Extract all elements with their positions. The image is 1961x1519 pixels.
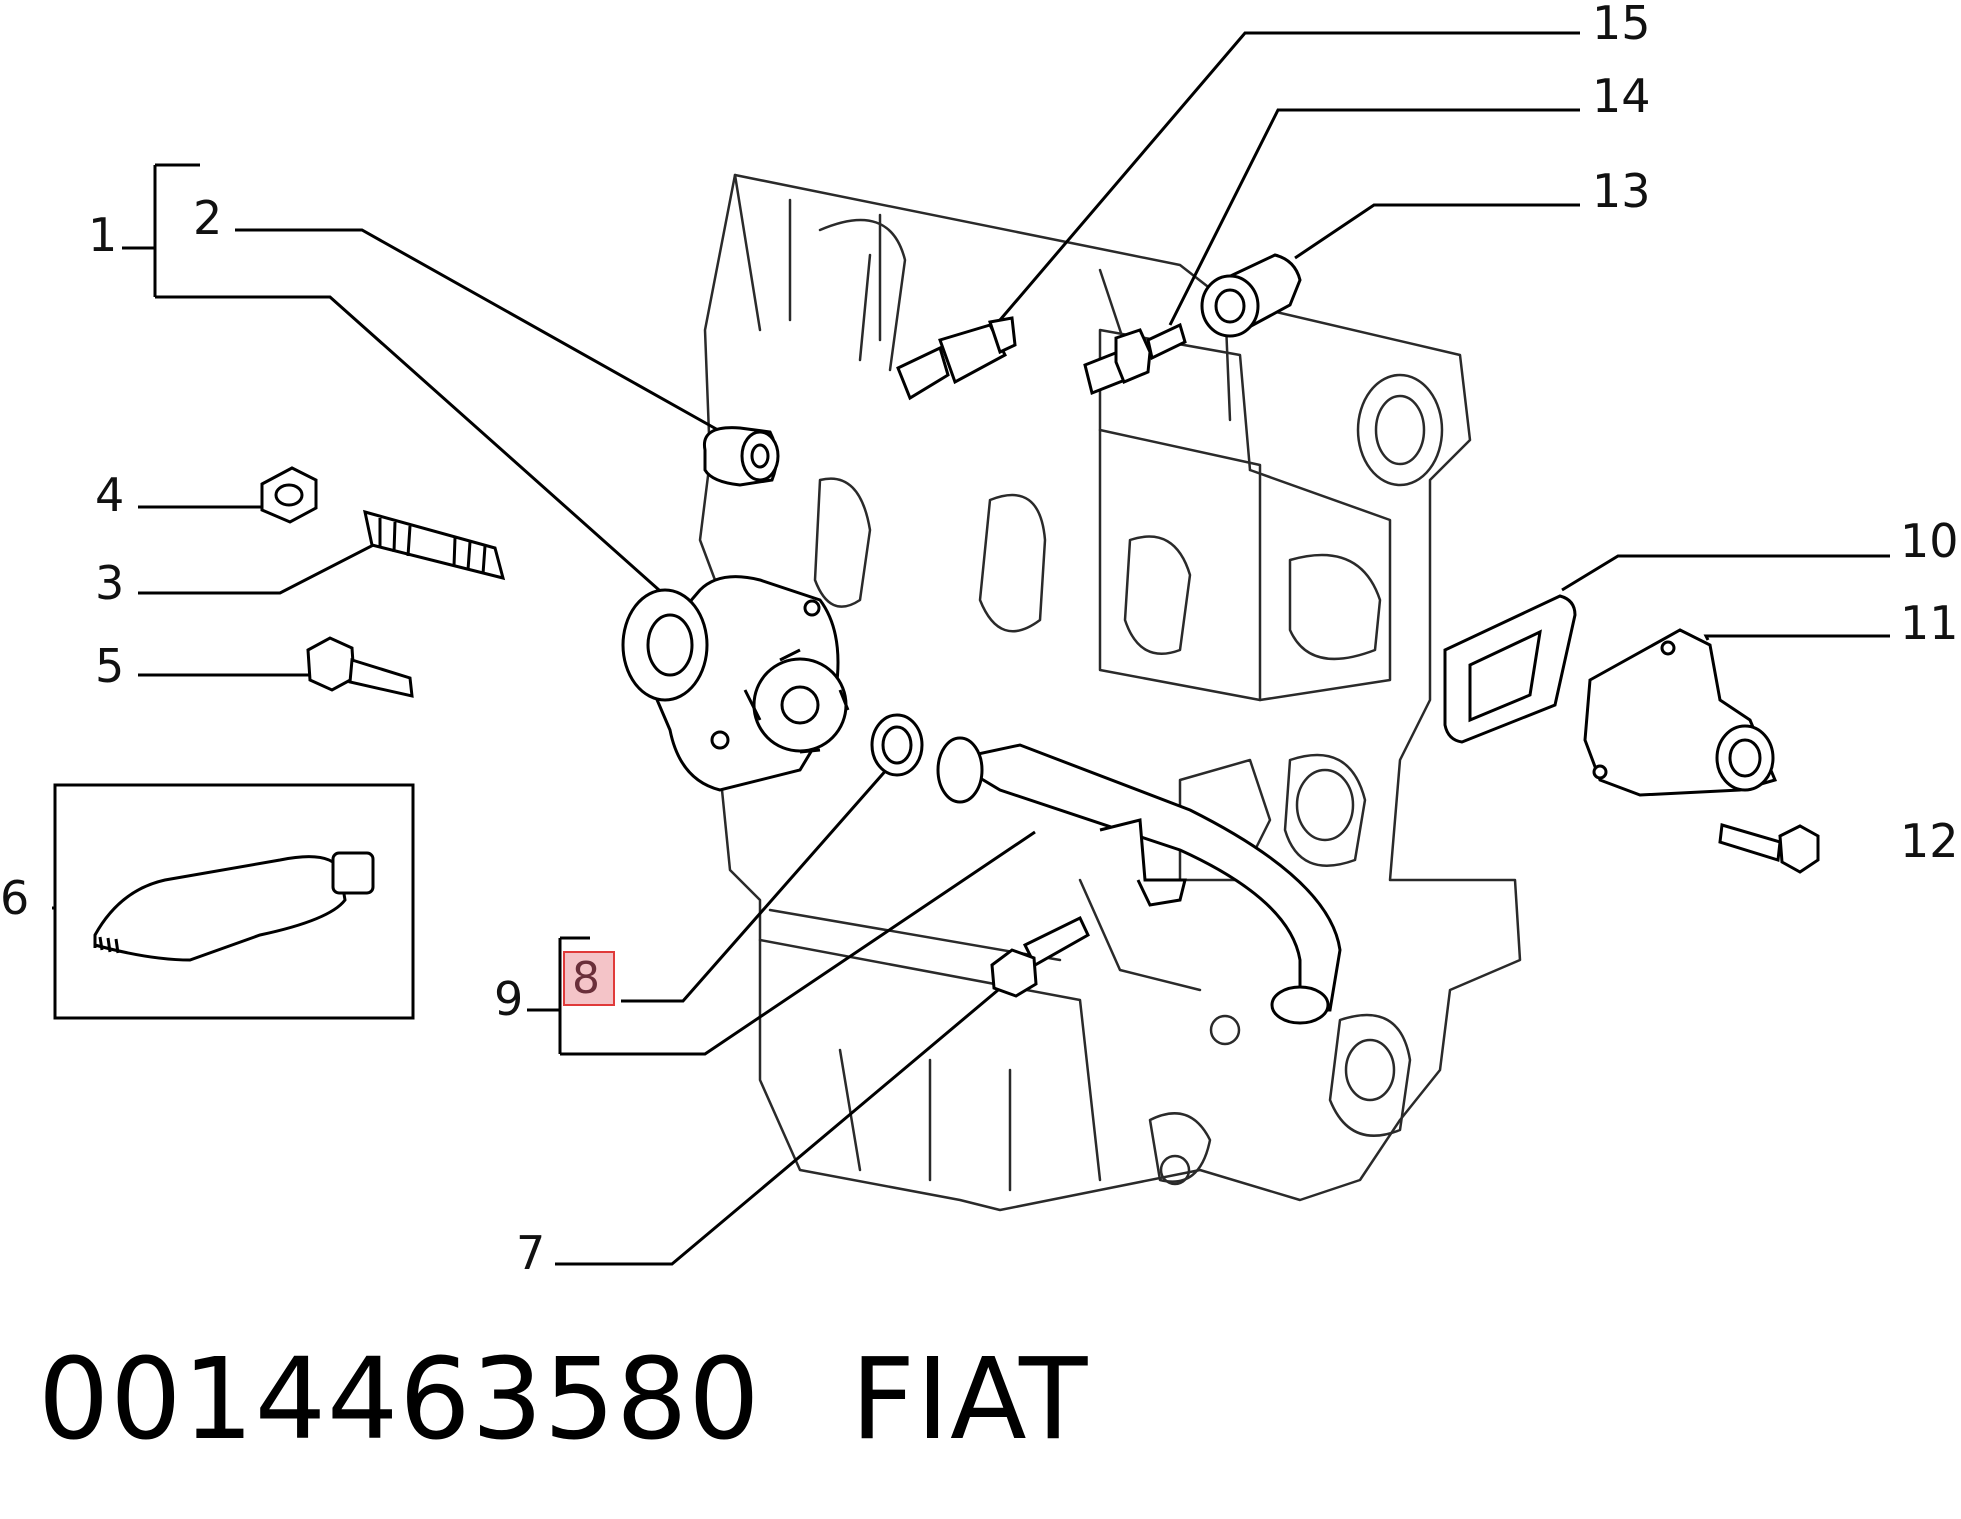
bushing-part	[702, 426, 780, 487]
callout-2: 2	[193, 191, 223, 245]
water-pipe-part	[936, 736, 1342, 1025]
stud-part	[363, 509, 506, 581]
callout-1: 1	[88, 208, 118, 262]
callout-8-highlight	[563, 951, 615, 1006]
part-number: 0014463580	[38, 1335, 761, 1465]
callout-11: 11	[1900, 596, 1959, 650]
callout-3: 3	[95, 556, 125, 610]
callout-10: 10	[1900, 514, 1959, 568]
bolt-part-7	[990, 915, 1090, 998]
bolt-part-12	[1718, 823, 1820, 874]
callout-12: 12	[1900, 814, 1959, 868]
bolt-part-5	[306, 636, 414, 698]
caption: 0014463580 FIAT	[38, 1335, 1088, 1465]
temperature-sensor-part-14	[1083, 322, 1187, 396]
gasket-part	[1443, 594, 1577, 744]
water-pump-part	[621, 575, 850, 792]
callout-15: 15	[1592, 0, 1651, 50]
temperature-sender-part-15	[896, 316, 1017, 401]
callout-4: 4	[95, 468, 125, 522]
brand-name: FIAT	[850, 1335, 1089, 1465]
callout-8: 8	[572, 953, 600, 1004]
o-ring-part	[870, 713, 924, 777]
thermostat-housing-part	[1583, 628, 1778, 797]
callout-7: 7	[516, 1226, 546, 1280]
cap-part	[1200, 253, 1302, 338]
sealant-tube-part	[53, 783, 415, 1020]
callout-9: 9	[494, 972, 524, 1026]
callout-5: 5	[95, 639, 125, 693]
callout-6: 6	[0, 871, 30, 925]
nut-part	[260, 466, 318, 524]
callout-14: 14	[1592, 69, 1651, 123]
callout-13: 13	[1592, 164, 1651, 218]
